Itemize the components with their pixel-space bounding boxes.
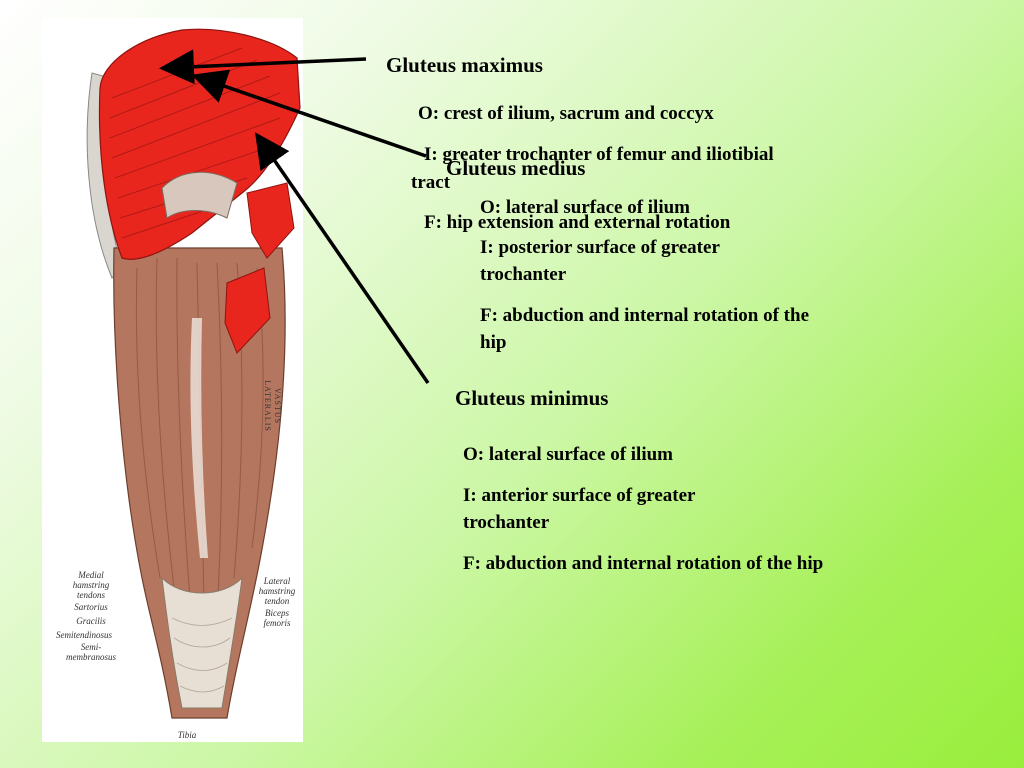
sartorius-label: Sartorius <box>74 602 108 612</box>
semimembranosus-label: Semi- membranosus <box>65 642 116 662</box>
gluteus-medius-title: Gluteus medius <box>446 156 586 180</box>
hamstring-tendon-band <box>190 318 208 558</box>
gluteus-medius-muscle <box>246 182 295 259</box>
vastus-lateralis-label: VASTUS LATERALIS <box>263 380 282 432</box>
gluteus-minimus-function: F: abduction and internal rotation of th… <box>463 553 824 574</box>
popliteal-fossa <box>161 576 243 709</box>
gluteus-minimus-origin: O: lateral surface of ilium <box>463 444 674 465</box>
muscle-striations <box>135 257 264 604</box>
pelvis-outline <box>161 171 238 219</box>
gluteus-medius-function: F: abduction and internal rotation of th… <box>480 305 810 353</box>
gluteus-minimus-title: Gluteus minimus <box>455 386 609 410</box>
thigh-anatomy-illustration: Medial hamstring tendons Sartorius Graci… <box>42 18 303 742</box>
tibia-label: Tibia <box>177 730 197 740</box>
gluteus-maximus-origin: O: crest of ilium, sacrum and coccyx <box>418 103 714 124</box>
gluteus-maximus-function: F: hip extension and external rotation <box>424 212 731 233</box>
gluteus-medius-origin: O: lateral surface of ilium <box>480 197 691 218</box>
semitendinosus-label: Semitendinosus <box>56 630 112 640</box>
medial-hamstring-label: Medial hamstring tendons <box>72 570 110 600</box>
knee-detail <box>171 617 233 693</box>
lateral-hamstring-label: Lateral hamstring tendon <box>258 576 296 606</box>
gluteus-minimus-insertion: I: anterior surface of greater trochante… <box>463 485 696 533</box>
gluteus-maximus-insertion-cont: tract <box>411 172 451 193</box>
gluteus-maximus-title: Gluteus maximus <box>386 53 543 77</box>
gluteus-maximus-insertion: I: greater trochanter of femur and iliot… <box>424 144 774 165</box>
gracilis-label: Gracilis <box>76 616 106 626</box>
gluteus-medius-insertion: I: posterior surface of greater trochant… <box>480 237 720 285</box>
biceps-femoris-label: Biceps femoris <box>263 608 291 628</box>
